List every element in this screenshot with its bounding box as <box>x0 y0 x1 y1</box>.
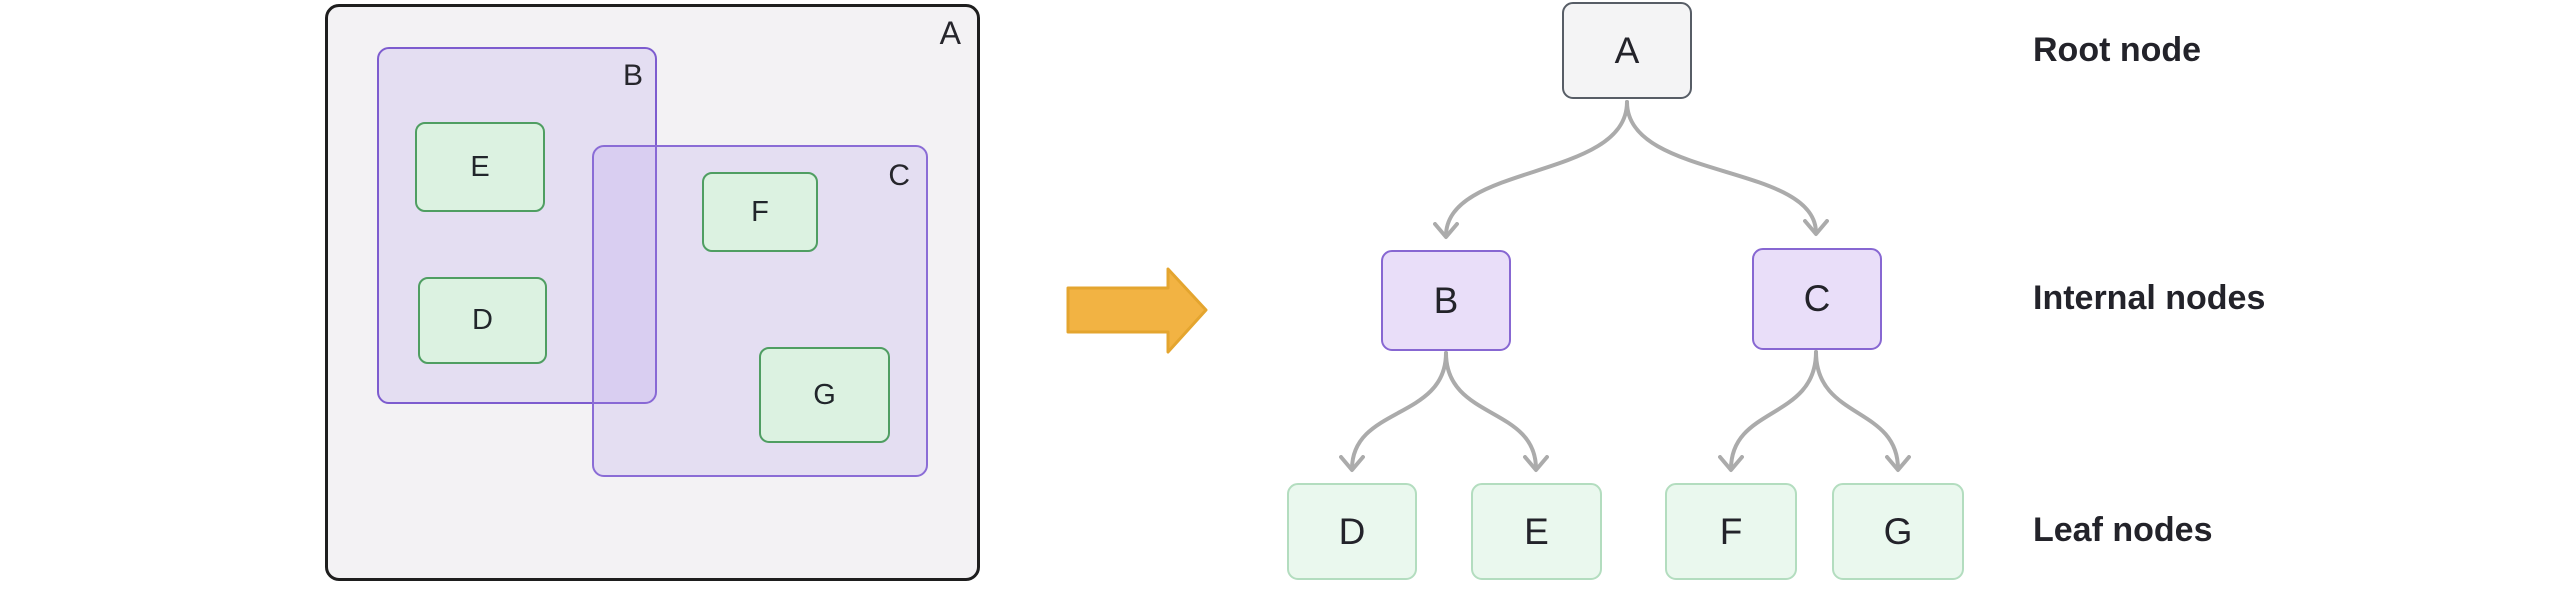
connector-b-e <box>1444 351 1549 472</box>
tree-node-c: C <box>1752 248 1882 350</box>
tree-node-e: E <box>1471 483 1602 580</box>
legend-root-node: Root node <box>2033 31 2202 69</box>
connector-b-d <box>1339 351 1448 472</box>
transform-arrow-icon <box>1066 267 1208 354</box>
tree-node-d: D <box>1287 483 1417 580</box>
nested-item-g: G <box>759 347 890 443</box>
connector-a-b <box>1433 100 1629 239</box>
nested-item-f-label: F <box>751 195 769 228</box>
tree-node-g-label: G <box>1883 510 1913 552</box>
group-b-label: B <box>622 59 643 92</box>
connector-a-c <box>1625 100 1829 236</box>
legend-internal-nodes: Internal nodes <box>2033 279 2266 317</box>
tree-node-f: F <box>1665 483 1797 580</box>
tree-node-f-label: F <box>1719 510 1743 552</box>
tree-node-b: B <box>1381 250 1511 351</box>
tree-node-d-label: D <box>1338 510 1366 552</box>
nested-item-e: E <box>415 122 545 212</box>
nested-item-f: F <box>702 172 818 252</box>
group-c-label: C <box>888 159 910 192</box>
nested-item-d: D <box>418 277 547 364</box>
legend-leaf-nodes: Leaf nodes <box>2033 511 2213 549</box>
tree-node-c-label: C <box>1803 278 1831 319</box>
container-a-label: A <box>939 15 961 51</box>
nested-item-g-label: G <box>813 378 836 411</box>
tree-node-a-label: A <box>1614 29 1640 71</box>
connector-c-g <box>1814 350 1911 472</box>
nested-item-e-label: E <box>470 150 490 183</box>
tree-node-g: G <box>1832 483 1964 580</box>
nested-item-d-label: D <box>472 304 493 336</box>
tree-node-e-label: E <box>1524 510 1549 552</box>
tree-node-a: A <box>1562 2 1692 99</box>
tree-node-b-label: B <box>1433 279 1459 321</box>
connector-c-f <box>1718 350 1818 472</box>
